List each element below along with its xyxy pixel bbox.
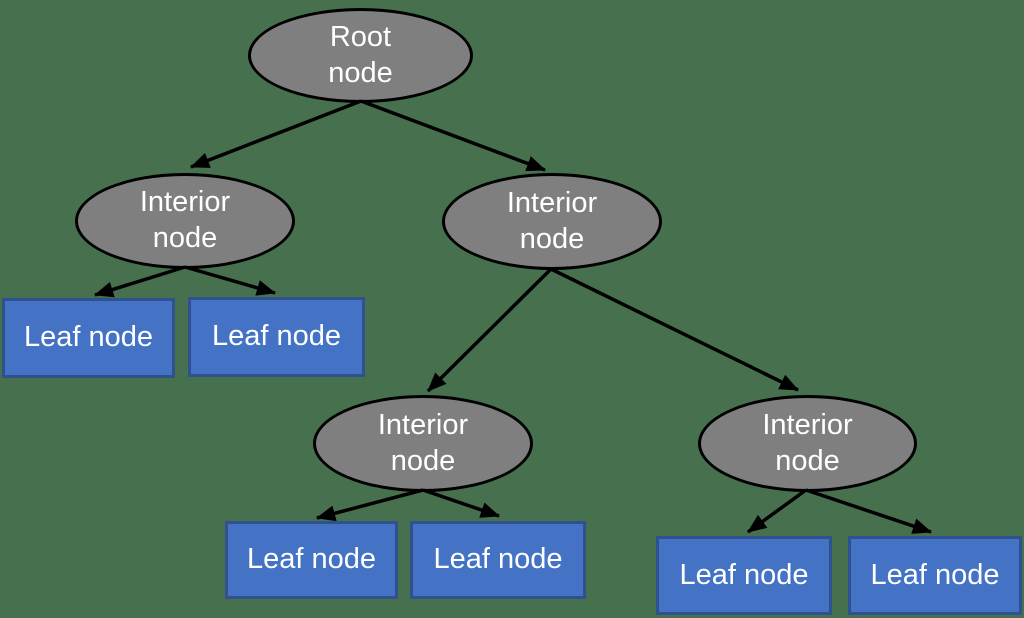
node-label: Interior node <box>377 408 469 477</box>
node-leaf-5: Leaf node <box>656 536 832 615</box>
node-label: Root node <box>328 20 393 89</box>
node-interior-3: Interior node <box>313 395 533 492</box>
node-label: Leaf node <box>246 543 376 576</box>
node-interior-4: Interior node <box>698 395 917 492</box>
node-label: Interior node <box>762 408 853 477</box>
edge-interior-1-to-leaf-1 <box>93 265 186 298</box>
node-label: Leaf node <box>870 558 1000 591</box>
edge-interior-4-to-leaf-5 <box>746 488 808 534</box>
node-leaf-2: Leaf node <box>188 297 365 377</box>
edge-root-to-interior-1 <box>190 99 362 169</box>
node-label: Interior node <box>506 186 598 255</box>
edge-root-to-interior-2 <box>360 99 546 172</box>
edge-interior-4-to-leaf-6 <box>805 488 932 534</box>
node-leaf-4: Leaf node <box>410 521 586 599</box>
node-root: Root node <box>248 8 473 103</box>
node-label: Leaf node <box>679 558 809 591</box>
edge-interior-3-to-leaf-4 <box>422 488 500 518</box>
edge-interior-3-to-leaf-3 <box>315 488 424 522</box>
node-label: Leaf node <box>433 543 563 576</box>
node-leaf-3: Leaf node <box>225 521 398 599</box>
node-label: Leaf node <box>23 321 153 354</box>
node-label: Leaf node <box>211 320 341 353</box>
node-interior-1: Interior node <box>75 173 295 269</box>
node-interior-2: Interior node <box>442 173 662 270</box>
edge-interior-1-to-leaf-2 <box>184 265 277 296</box>
edge-interior-2-to-interior-4 <box>550 267 799 392</box>
node-label: Interior node <box>139 186 231 254</box>
edge-interior-2-to-interior-3 <box>426 267 553 393</box>
node-leaf-1: Leaf node <box>2 298 175 378</box>
node-leaf-6: Leaf node <box>848 536 1022 615</box>
